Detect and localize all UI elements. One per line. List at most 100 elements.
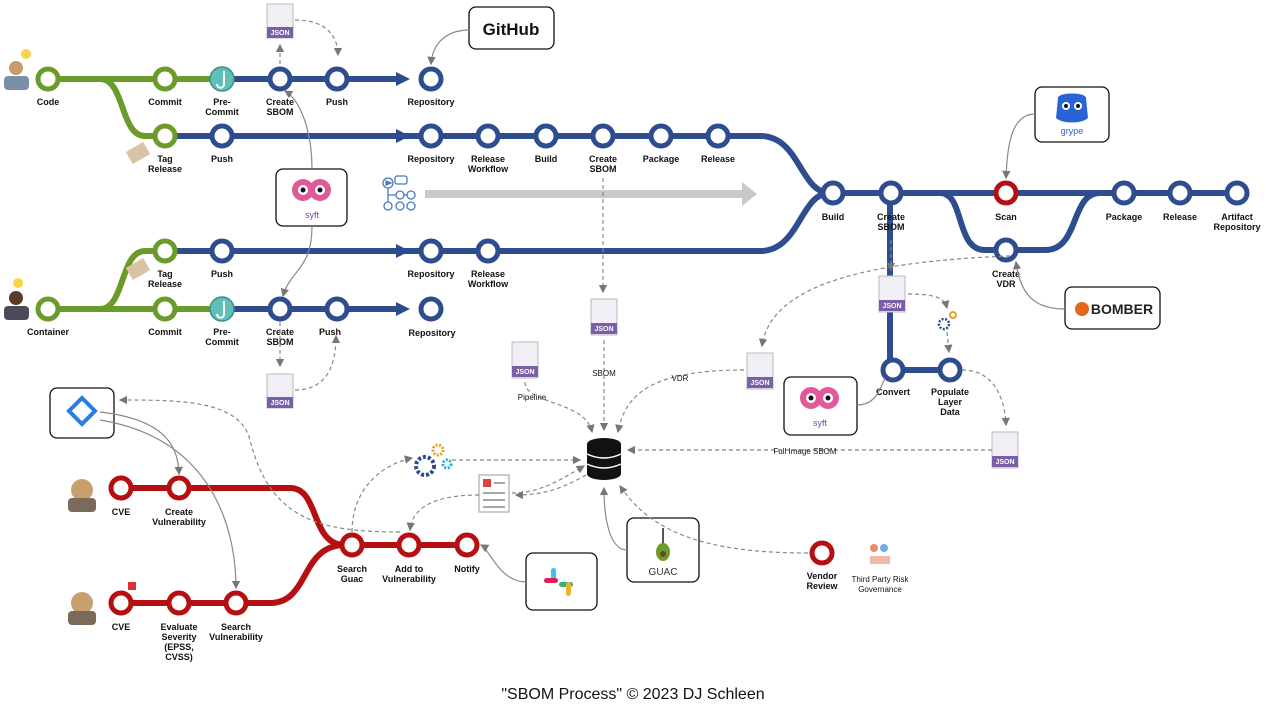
svg-text:Repository: Repository <box>407 269 454 279</box>
station-release <box>705 123 731 149</box>
station-populate <box>937 357 963 383</box>
json-doc-sbom: JSON <box>590 298 618 336</box>
svg-text:Release: Release <box>1163 212 1197 222</box>
svg-text:Push: Push <box>211 269 233 279</box>
svg-text:Build: Build <box>822 212 845 222</box>
svg-text:Repository: Repository <box>407 154 454 164</box>
edge-label-full-image-sbom: Full Image SBOM <box>773 447 836 456</box>
svg-text:VDR: VDR <box>996 279 1016 289</box>
arrow-tag-push <box>396 129 410 143</box>
svg-text:Create: Create <box>589 154 617 164</box>
station-search-guac <box>339 532 365 558</box>
station-vendor-review <box>809 540 835 566</box>
station-container-repository2 <box>418 238 444 264</box>
label-commit: Commit <box>148 97 182 107</box>
grype-box: grype <box>1034 86 1110 143</box>
precommit-hook-icon <box>209 66 235 92</box>
station-commit <box>152 66 178 92</box>
svg-text:Search: Search <box>337 564 367 574</box>
station-build <box>533 123 559 149</box>
svg-text:Vulnerability: Vulnerability <box>152 517 206 527</box>
track-container-tag <box>97 248 168 312</box>
svg-text:Add to: Add to <box>395 564 424 574</box>
flow-arrows <box>396 72 410 316</box>
hacker-avatar-icon <box>68 479 96 512</box>
svg-text:Repository: Repository <box>1213 222 1260 232</box>
svg-text:Commit: Commit <box>148 327 182 337</box>
station-repository <box>418 66 444 92</box>
track-vdr-branch <box>937 190 1103 253</box>
arrow-code-push <box>396 72 410 86</box>
station-create-vdr <box>993 237 1019 263</box>
json-docs: JSON JSON JSON JSON JSON JSON JSON <box>266 3 1019 469</box>
guac-box: GUAC <box>626 517 700 583</box>
svg-text:Create: Create <box>165 507 193 517</box>
edge-label-sbom: SBOM <box>592 369 616 378</box>
json-doc-full-image: JSON <box>991 431 1019 469</box>
labels-main-row: Build Create SBOM Scan Package Release A… <box>822 212 1261 289</box>
edge-label-vdr: VDR <box>672 374 689 383</box>
labels-code: Code Commit Pre- Commit Create SBOM Push… <box>37 97 455 174</box>
grype-label: grype <box>1061 126 1084 136</box>
svg-text:SBOM: SBOM <box>267 337 294 347</box>
label-code: Code <box>37 97 60 107</box>
third-party-icon <box>870 544 890 564</box>
svg-text:Vulnerability: Vulnerability <box>209 632 263 642</box>
station-cve-top <box>108 475 134 501</box>
svg-text:CVE: CVE <box>112 507 131 517</box>
label-push: Push <box>326 97 348 107</box>
svg-text:JSON: JSON <box>995 459 1014 466</box>
svg-text:syft: syft <box>813 418 828 428</box>
station-notify <box>454 532 480 558</box>
precommit-hooks <box>209 66 235 322</box>
labels-image-flow: Convert Populate Layer Data <box>876 387 969 417</box>
station-convert <box>880 357 906 383</box>
slack-box <box>525 552 598 611</box>
svg-text:SBOM: SBOM <box>590 164 617 174</box>
report-doc-icon <box>478 474 510 513</box>
station-code <box>35 66 61 92</box>
arrow-container-push <box>396 302 410 316</box>
station-scan <box>993 180 1019 206</box>
label-precommit-2: Commit <box>205 107 239 117</box>
svg-text:Create: Create <box>877 212 905 222</box>
label-repository: Repository <box>407 97 454 107</box>
svg-text:Package: Package <box>1106 212 1143 222</box>
label-create-sbom-1: Create <box>266 97 294 107</box>
station-container-push <box>324 296 350 322</box>
svg-text:Populate: Populate <box>931 387 969 397</box>
svg-text:JSON: JSON <box>270 30 289 37</box>
station-container-release-workflow <box>475 238 501 264</box>
svg-text:Convert: Convert <box>876 387 910 397</box>
tag-icon <box>125 141 151 165</box>
svg-text:Pre-: Pre- <box>213 327 231 337</box>
label-tag-release-1: Tag <box>157 154 172 164</box>
diagram-caption: "SBOM Process" © 2023 DJ Schleen <box>501 686 764 703</box>
svg-text:Vulnerability: Vulnerability <box>382 574 436 584</box>
station-container-commit <box>152 296 178 322</box>
svg-text:Workflow: Workflow <box>468 164 509 174</box>
svg-text:Review: Review <box>806 581 838 591</box>
json-doc-pipeline: JSON <box>511 341 539 379</box>
station-container-push2 <box>209 238 235 264</box>
station-tag-release <box>152 123 178 149</box>
station-package <box>648 123 674 149</box>
svg-text:Package: Package <box>643 154 680 164</box>
station-create-vuln <box>166 475 192 501</box>
svg-text:Release: Release <box>701 154 735 164</box>
station-release-repository <box>418 123 444 149</box>
svg-text:Scan: Scan <box>995 212 1017 222</box>
workflow-icon <box>382 175 416 211</box>
syft-box-bottom: syft <box>783 376 858 436</box>
precommit-hook-icon-2 <box>209 296 235 322</box>
svg-text:Release: Release <box>471 154 505 164</box>
svg-text:CVSS): CVSS) <box>165 652 193 662</box>
svg-text:Create: Create <box>992 269 1020 279</box>
svg-text:Workflow: Workflow <box>468 279 509 289</box>
label-create-sbom-2: SBOM <box>267 107 294 117</box>
svg-text:JSON: JSON <box>882 303 901 310</box>
station-push <box>324 66 350 92</box>
bomber-label: BOMBER <box>1091 301 1153 317</box>
sbom-database-icon <box>586 438 622 480</box>
